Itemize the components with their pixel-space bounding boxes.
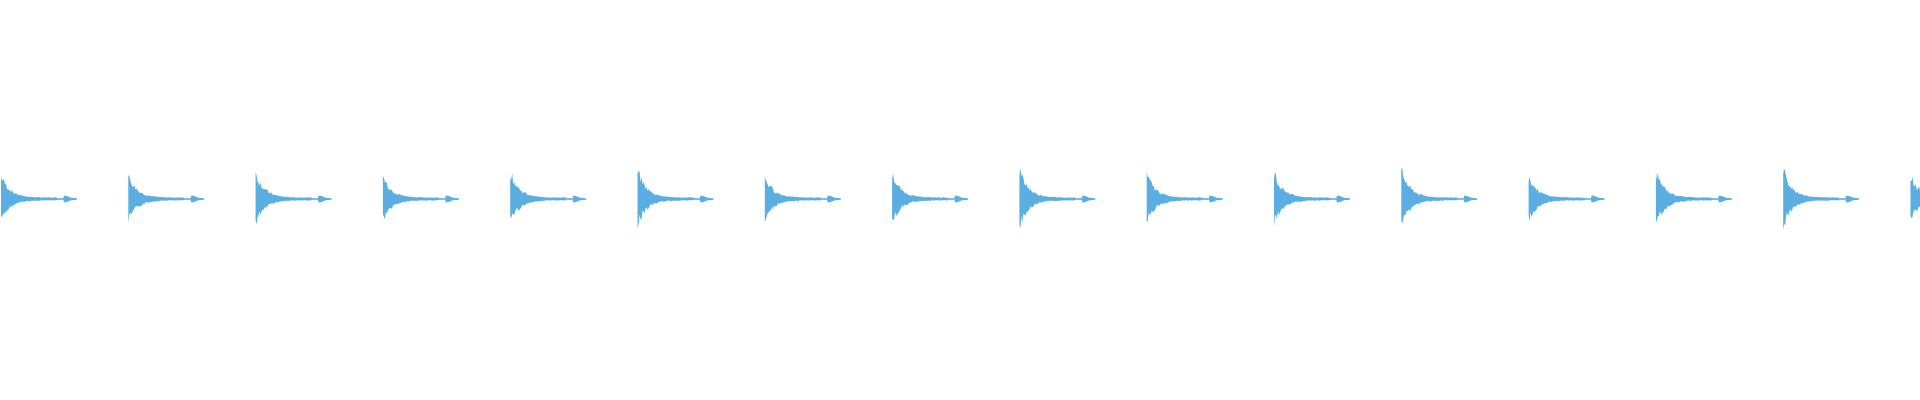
waveform-hit bbox=[1655, 172, 1732, 224]
waveform-tail bbox=[1075, 198, 1082, 200]
waveform-transient bbox=[637, 171, 694, 229]
waveform-secondary-blip bbox=[572, 195, 587, 203]
waveform-hit bbox=[1783, 168, 1860, 230]
waveform-transient bbox=[1910, 176, 1920, 219]
waveform-transient bbox=[382, 176, 439, 220]
waveform-tail bbox=[948, 198, 955, 200]
waveform-secondary-blip bbox=[1336, 195, 1350, 203]
waveform-secondary-blip bbox=[1208, 195, 1223, 203]
waveform-tail bbox=[1330, 198, 1336, 200]
waveform-transient bbox=[1146, 171, 1203, 222]
waveform-tail bbox=[1457, 198, 1464, 200]
waveform-tail bbox=[1839, 198, 1846, 200]
waveform-hit bbox=[892, 173, 969, 221]
waveform-hit bbox=[510, 173, 587, 219]
waveform-hit bbox=[1019, 168, 1096, 229]
waveform-hit bbox=[1401, 168, 1478, 224]
waveform-secondary-blip bbox=[190, 195, 205, 203]
waveform-hit bbox=[1274, 171, 1350, 227]
waveform-tail bbox=[1711, 198, 1718, 200]
waveform-transient bbox=[1401, 168, 1458, 224]
waveform-hit bbox=[637, 171, 714, 229]
waveform-transient bbox=[892, 173, 949, 221]
waveform-hit bbox=[1, 176, 77, 218]
waveform-transient bbox=[255, 172, 312, 225]
waveform-transient bbox=[1655, 172, 1712, 224]
waveform-secondary-blip bbox=[444, 195, 459, 203]
waveform-tail bbox=[693, 198, 700, 200]
waveform-hit bbox=[255, 172, 332, 225]
waveform-transient bbox=[1274, 171, 1330, 227]
waveform-transient bbox=[1, 176, 57, 218]
waveform-tail bbox=[1584, 198, 1591, 200]
waveform-transient bbox=[764, 176, 821, 222]
waveform-hit bbox=[1528, 176, 1605, 222]
waveform-secondary-blip bbox=[1717, 195, 1732, 203]
waveform-secondary-blip bbox=[1590, 195, 1605, 203]
waveform-secondary-blip bbox=[1845, 195, 1860, 203]
waveform-transient bbox=[510, 173, 567, 219]
waveform-transient bbox=[1528, 176, 1585, 222]
waveform-secondary-blip bbox=[826, 195, 841, 203]
waveform-secondary-blip bbox=[63, 195, 77, 203]
waveform-hit bbox=[1146, 171, 1223, 222]
waveform-secondary-blip bbox=[699, 195, 714, 203]
waveform-hit bbox=[382, 176, 459, 220]
waveform-secondary-blip bbox=[317, 195, 332, 203]
waveform-tail bbox=[820, 198, 827, 200]
waveform-hit bbox=[128, 174, 205, 223]
waveform-tail bbox=[438, 198, 445, 200]
waveform-tail bbox=[184, 198, 191, 200]
waveform-transient bbox=[1783, 168, 1840, 230]
waveform-secondary-blip bbox=[1081, 195, 1096, 203]
waveform-secondary-blip bbox=[1463, 195, 1478, 203]
waveform-tail bbox=[311, 198, 318, 200]
waveform-hit bbox=[1910, 176, 1920, 219]
waveform-tail bbox=[57, 198, 63, 200]
waveform-tail bbox=[1202, 198, 1209, 200]
waveform-transient bbox=[1019, 168, 1076, 229]
waveform-tail bbox=[566, 198, 573, 200]
waveform-hit bbox=[764, 176, 841, 222]
waveform-transient bbox=[128, 174, 185, 223]
waveform-secondary-blip bbox=[954, 195, 969, 203]
